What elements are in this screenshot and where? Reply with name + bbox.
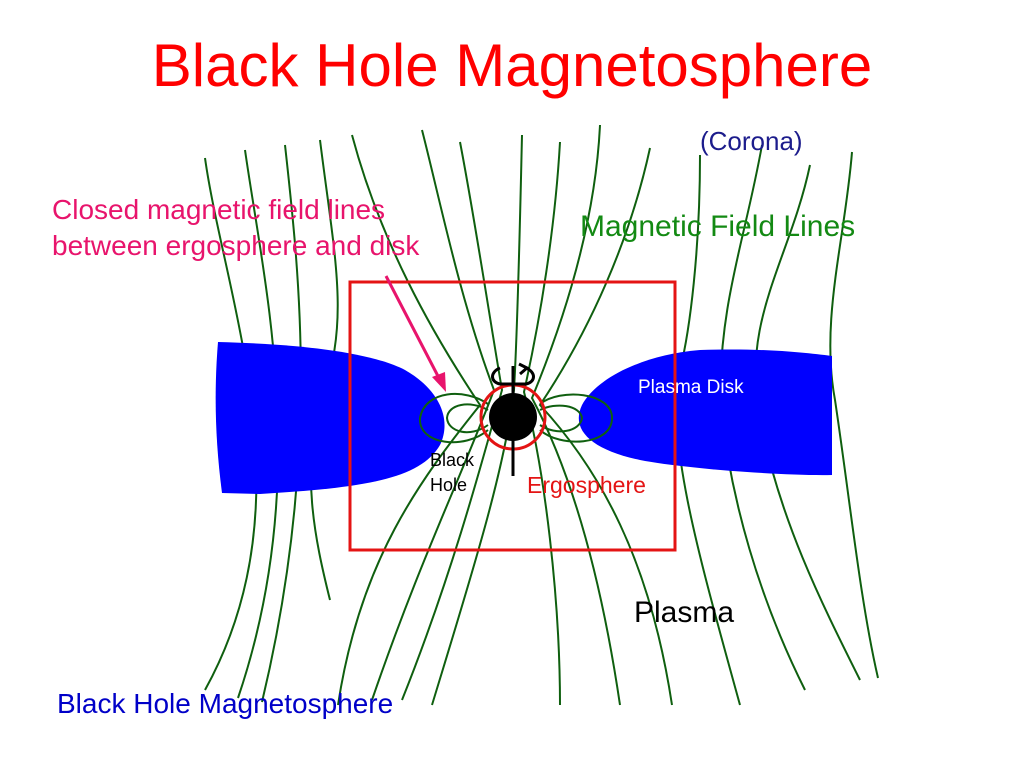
closed-field-loops <box>418 392 614 444</box>
closed-loop-left-outer <box>418 392 489 444</box>
plasma-disk-right <box>578 349 832 476</box>
field-line <box>401 141 504 701</box>
black-hole-label: Black Hole <box>430 448 474 498</box>
plasma-label: Plasma <box>634 596 735 629</box>
corona-label: (Corona) <box>700 126 803 156</box>
plasma-disk-left <box>215 342 445 494</box>
field-line <box>530 124 621 706</box>
rotation-arrow-icon <box>491 362 535 386</box>
field-line <box>522 141 561 706</box>
ergosphere-label: Ergosphere <box>527 472 646 498</box>
field-line <box>337 134 482 706</box>
closed-loop-left-inner <box>445 403 489 434</box>
annotation-arrow-icon <box>384 275 446 392</box>
closed-loop-right-outer <box>539 393 614 443</box>
black-hole-label-line-1: Black <box>430 450 475 470</box>
footer-caption: Black Hole Magnetosphere <box>57 688 394 719</box>
closed-field-lines-annotation: Closed magnetic field lines between ergo… <box>52 192 419 264</box>
field-line <box>829 151 879 679</box>
closed-loop-right-inner <box>539 404 584 433</box>
ergosphere-region-frame <box>348 280 677 552</box>
slide-title: Black Hole Magnetosphere <box>151 32 873 99</box>
black-hole-label-line-2: Hole <box>430 475 468 495</box>
plasma-disk-label: Plasma Disk <box>638 377 744 398</box>
field-line <box>538 147 673 706</box>
annotation-line-1: Closed magnetic field lines <box>52 194 386 225</box>
annotation-line-2: between ergosphere and disk <box>52 230 420 261</box>
magnetic-field-lines-label: Magnetic Field Lines <box>580 210 856 243</box>
